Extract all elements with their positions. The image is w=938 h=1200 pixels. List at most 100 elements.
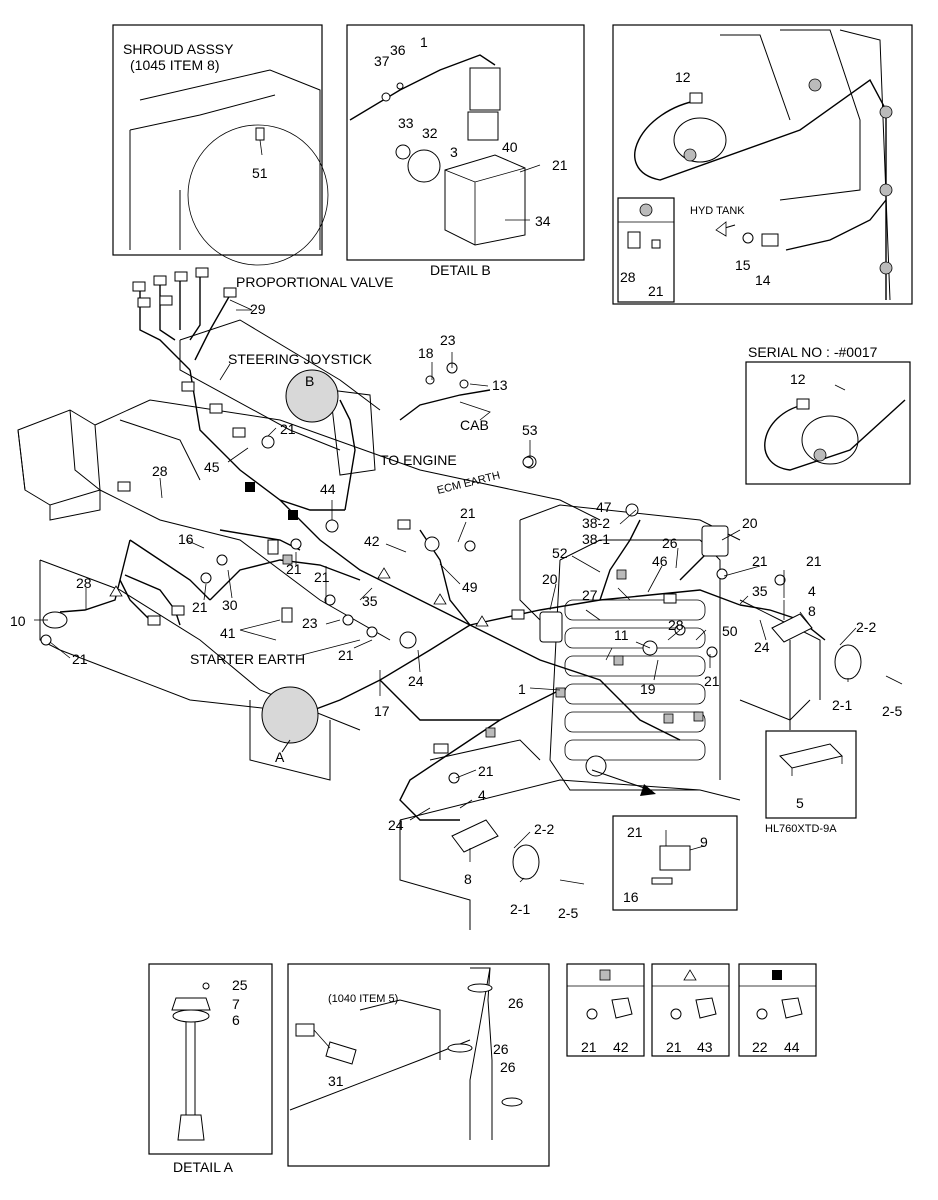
callout-45: 45	[204, 459, 220, 475]
label-proportional-valve: PROPORTIONAL VALVE	[236, 274, 393, 290]
callout-21: 21	[552, 157, 568, 173]
callout-27: 27	[582, 587, 598, 603]
callout-21: 21	[72, 651, 88, 667]
callout-8: 8	[808, 603, 816, 619]
horn-left	[512, 844, 540, 880]
label-cab: CAB	[460, 417, 489, 433]
connector-markers	[109, 482, 704, 738]
horn-right	[834, 644, 862, 680]
legend-square-callout-42: 42	[613, 1039, 629, 1055]
detail-a-box: 25 7 6 DETAIL A	[148, 963, 273, 1175]
callout-17: 17	[374, 703, 390, 719]
callout-19: 19	[640, 681, 656, 697]
detail-b-caption: DETAIL B	[430, 262, 491, 278]
fuel-sender-head	[171, 997, 211, 1011]
callout-5: 5	[796, 795, 804, 811]
callout-11: 11	[614, 627, 629, 643]
legend-filled-callout-44: 44	[784, 1039, 800, 1055]
callout-21: 21	[338, 647, 354, 663]
detail-circles: B A	[261, 369, 339, 765]
callout-20: 20	[742, 515, 758, 531]
callout-28: 28	[152, 463, 168, 479]
work-lamp-left	[539, 611, 563, 643]
callout-21: 21	[314, 569, 330, 585]
legend-triangle-callout-43: 43	[697, 1039, 713, 1055]
bracket9-callout-21: 21	[627, 824, 643, 840]
callout-51: 51	[252, 165, 268, 181]
serial-callout-12: 12	[790, 371, 806, 387]
callout-50: 50	[722, 623, 738, 639]
leader-lines	[34, 299, 903, 885]
callout-28: 28	[668, 617, 684, 633]
callout-1: 1	[518, 681, 526, 697]
legend-callout-21: 21	[648, 283, 664, 299]
callout-37: 37	[374, 53, 390, 69]
battery-box	[444, 154, 526, 246]
callout-26: 26	[662, 535, 678, 551]
callout-21: 21	[704, 673, 720, 689]
legend-triangle-callout-21: 21	[666, 1039, 682, 1055]
pipe-callout-26b: 26	[493, 1041, 509, 1057]
pipe-note: (1040 ITEM 5)	[328, 993, 398, 1005]
wiring-harness	[59, 275, 826, 821]
callout-33: 33	[398, 115, 414, 131]
callout-2-5: 2-5	[882, 703, 902, 719]
harness-connector-tags	[117, 267, 677, 754]
work-lamp-right	[701, 525, 729, 557]
legend-filled-box: 22 44	[738, 963, 817, 1057]
pipe-callout-26c: 26	[500, 1059, 516, 1075]
label-starter-earth: STARTER EARTH	[190, 651, 305, 667]
callout-21: 21	[192, 599, 208, 615]
callout-30: 30	[222, 597, 238, 613]
callout-16: 16	[178, 531, 194, 547]
callout-8: 8	[464, 871, 472, 887]
callout-6: 6	[232, 1012, 240, 1028]
callout-20: 20	[542, 571, 558, 587]
callout-29: 29	[250, 301, 266, 317]
callout-3: 3	[450, 144, 458, 160]
serial-no-box: SERIAL NO : -#0017 12	[745, 344, 911, 485]
callout-21: 21	[752, 553, 768, 569]
callout-2-1: 2-1	[510, 901, 530, 917]
callout-52: 52	[552, 545, 568, 561]
radiator-grille	[564, 599, 706, 761]
callout-23: 23	[302, 615, 318, 631]
callout-15: 15	[735, 257, 751, 273]
callout-23: 23	[440, 332, 456, 348]
callout-40: 40	[502, 139, 518, 155]
callout-24: 24	[754, 639, 770, 655]
callout-34: 34	[535, 213, 551, 229]
callout-2-1: 2-1	[832, 697, 852, 713]
hyd-tank-box: 12 HYD TANK 15 14 28 21	[612, 24, 913, 305]
callout-9: 9	[700, 834, 708, 850]
callout-10: 10	[10, 613, 26, 629]
shroud-assy-box: SHROUD ASSSY (1045 ITEM 8) 51	[112, 24, 329, 266]
serial-title: SERIAL NO : -#0017	[748, 344, 878, 360]
bracket-5-box: 5 HL760XTD-9A	[765, 730, 857, 835]
callout-2-5: 2-5	[558, 905, 578, 921]
shroud-title-line2: (1045 ITEM 8)	[130, 57, 219, 73]
legend-filled-callout-22: 22	[752, 1039, 768, 1055]
callout-18: 18	[418, 345, 434, 361]
callout-44: 44	[320, 481, 336, 497]
callout-28: 28	[76, 575, 92, 591]
shroud-title-line1: SHROUD ASSSY	[123, 41, 234, 57]
pipe-box: (1040 ITEM 5) 26 26 26 31	[287, 963, 550, 1167]
label-circle-b: B	[305, 373, 314, 389]
bracket-9-box: 21 9 16	[612, 815, 738, 911]
pipe-callout-26a: 26	[508, 995, 524, 1011]
callout-35: 35	[752, 583, 768, 599]
callout-12: 12	[675, 69, 691, 85]
callout-32: 32	[422, 125, 438, 141]
callout-31: 31	[328, 1073, 344, 1089]
callout-2-2: 2-2	[534, 821, 554, 837]
legend-callout-28: 28	[620, 269, 636, 285]
legend-triangle-box: 21 43	[651, 963, 730, 1057]
callout-2-2: 2-2	[856, 619, 876, 635]
callout-41: 41	[220, 625, 236, 641]
legend-square-box: 21 42	[566, 963, 645, 1057]
label-steering-joystick: STEERING JOYSTICK	[228, 351, 373, 367]
label-model-code: HL760XTD-9A	[765, 823, 837, 835]
callout-21: 21	[286, 561, 302, 577]
